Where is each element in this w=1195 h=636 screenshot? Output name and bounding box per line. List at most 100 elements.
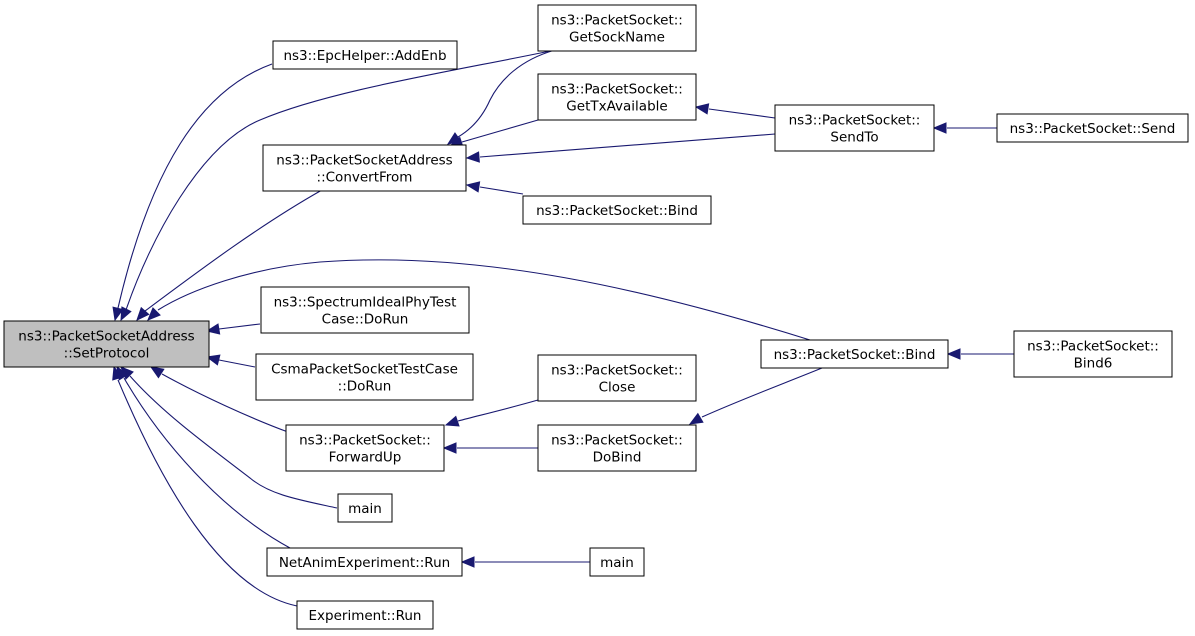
edge-bind6-to-bind_big: [946, 348, 1014, 360]
edge-addenb-to-setprotocol: [112, 63, 273, 322]
node-box: [3, 320, 210, 368]
arrowhead-icon: [147, 307, 161, 321]
arrowhead-icon: [465, 151, 480, 163]
node-setprotocol[interactable]: ns3::PacketSocketAddress::SetProtocol: [3, 320, 210, 368]
node-label-line: ns3::PacketSocket::: [789, 113, 921, 129]
edge-line: [701, 367, 823, 418]
node-label-line: Case::DoRun: [322, 312, 409, 328]
edge-line: [461, 119, 539, 143]
node-label-line: ns3::PacketSocket::: [299, 433, 431, 449]
edge-getsockname-to-setprotocol: [120, 49, 556, 322]
node-box: [337, 493, 393, 523]
node-box: [537, 4, 697, 52]
arrowhead-icon: [688, 412, 704, 425]
edge-bind_big-to-setprotocol: [147, 259, 811, 341]
node-label-line: ns3::PacketSocket::: [551, 13, 683, 29]
node-send[interactable]: ns3::PacketSocket::Send: [996, 113, 1189, 143]
edge-line: [708, 108, 776, 119]
edge-line: [218, 323, 261, 330]
call-graph-nodes: ns3::PacketSocketAddress::SetProtocolns3…: [3, 4, 1189, 630]
node-label-line: ns3::PacketSocket::Send: [1010, 121, 1176, 137]
node-addenb[interactable]: ns3::EpcHelper::AddEnb: [272, 40, 458, 70]
node-label-line: ns3::PacketSocket::: [551, 363, 683, 379]
node-csma[interactable]: CsmaPacketSocketTestCase::DoRun: [255, 353, 474, 401]
node-box: [272, 40, 458, 70]
node-box: [589, 547, 645, 577]
edge-getsockname-to-convertfrom: [446, 49, 556, 145]
edge-line: [129, 375, 338, 509]
node-box: [522, 195, 712, 225]
node-box: [296, 600, 434, 630]
edge-line: [161, 373, 289, 433]
edge-bind_big-to-dobind: [688, 367, 823, 425]
node-box: [266, 547, 463, 577]
arrowhead-icon: [442, 442, 457, 454]
edge-line: [457, 49, 556, 138]
arrowhead-icon: [136, 306, 150, 321]
arrowhead-icon: [460, 556, 475, 568]
node-box: [774, 104, 935, 152]
node-box: [262, 144, 467, 192]
node-close[interactable]: ns3::PacketSocket::Close: [537, 354, 697, 402]
arrowhead-icon: [205, 323, 221, 335]
node-sendto[interactable]: ns3::PacketSocket::SendTo: [774, 104, 935, 152]
node-label-line: CsmaPacketSocketTestCase: [271, 362, 458, 378]
edge-line: [218, 359, 256, 368]
node-forwardup[interactable]: ns3::PacketSocket::ForwardUp: [285, 424, 445, 472]
node-label-line: main: [348, 501, 382, 517]
node-label-line: ns3::SpectrumIdealPhyTest: [274, 295, 457, 311]
node-experiment[interactable]: Experiment::Run: [296, 600, 434, 630]
node-label-line: Close: [599, 380, 636, 396]
node-box: [1013, 330, 1173, 378]
edge-line: [479, 133, 776, 158]
node-bind_small[interactable]: ns3::PacketSocket::Bind: [522, 195, 712, 225]
node-netanim[interactable]: NetAnimExperiment::Run: [266, 547, 463, 577]
node-label-line: main: [600, 555, 634, 571]
node-label-line: Bind6: [1074, 356, 1113, 372]
node-box: [537, 73, 697, 121]
node-convertfrom[interactable]: ns3::PacketSocketAddress::ConvertFrom: [262, 144, 467, 192]
node-bind_big[interactable]: ns3::PacketSocket::Bind: [760, 339, 949, 369]
node-bind6[interactable]: ns3::PacketSocket::Bind6: [1013, 330, 1173, 378]
node-main2[interactable]: main: [589, 547, 645, 577]
arrowhead-icon: [444, 415, 460, 427]
arrowhead-icon: [149, 366, 165, 379]
call-graph-edges: [112, 49, 1014, 607]
node-label-line: ns3::PacketSocket::: [1027, 339, 1159, 355]
edge-sendto-to-convertfrom: [465, 133, 776, 163]
node-label-line: ::DoRun: [338, 379, 392, 395]
edge-bind_small-to-convertfrom: [465, 181, 524, 195]
arrowhead-icon: [120, 306, 132, 322]
node-label-line: ns3::EpcHelper::AddEnb: [283, 48, 446, 64]
edge-forwardup-to-setprotocol: [149, 366, 289, 433]
edge-sendto-to-gettxavail: [694, 103, 776, 119]
arrowhead-icon: [946, 348, 961, 360]
node-gettxavail[interactable]: ns3::PacketSocket::GetTxAvailable: [537, 73, 697, 121]
edge-dobind-to-forwardup: [442, 442, 538, 454]
edge-convertfrom-to-setprotocol: [136, 189, 323, 321]
node-getsockname[interactable]: ns3::PacketSocket::GetSockName: [537, 4, 697, 52]
edge-send-to-sendto: [932, 122, 997, 134]
edge-spectrum-to-setprotocol: [205, 323, 261, 335]
node-box: [285, 424, 445, 472]
node-label-line: ns3::PacketSocket::: [551, 433, 683, 449]
edge-line: [117, 63, 273, 309]
node-dobind[interactable]: ns3::PacketSocket::DoBind: [537, 424, 697, 472]
arrowhead-icon: [112, 306, 124, 322]
edge-main2-to-netanim: [460, 556, 590, 568]
arrowhead-icon: [446, 132, 462, 145]
node-label-line: DoBind: [593, 450, 642, 466]
node-label-line: ::ConvertFrom: [317, 170, 413, 186]
arrowhead-icon: [465, 181, 481, 193]
node-box: [255, 353, 474, 401]
node-label-line: GetTxAvailable: [566, 99, 667, 115]
node-label-line: ForwardUp: [329, 450, 402, 466]
node-label-line: ns3::PacketSocketAddress: [276, 153, 452, 169]
node-label-line: SendTo: [830, 130, 878, 146]
node-label-line: ns3::PacketSocket::: [551, 82, 683, 98]
arrowhead-icon: [694, 103, 710, 115]
node-main1[interactable]: main: [337, 493, 393, 523]
node-label-line: ns3::PacketSocketAddress: [18, 329, 194, 345]
